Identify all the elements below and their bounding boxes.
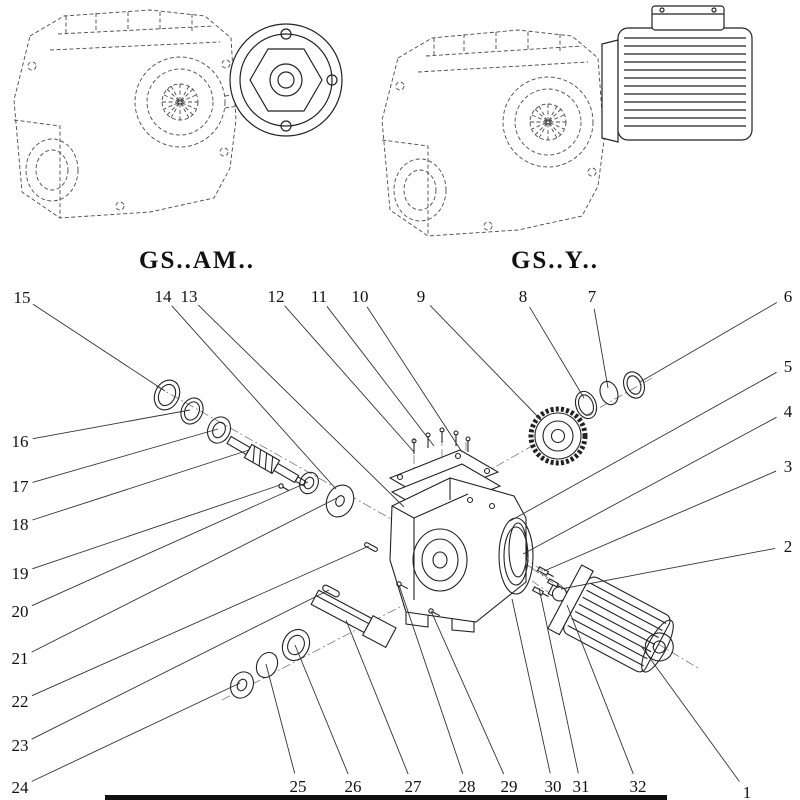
callout-line-20: [31, 481, 309, 607]
washer-disc: [325, 484, 355, 518]
callout-number-25: 25: [290, 777, 307, 796]
callout-number-10: 10: [352, 287, 369, 306]
cover-screws: [411, 427, 471, 454]
callout-number-3: 3: [784, 457, 793, 476]
callout-line-29: [430, 610, 505, 775]
callout-number-1: 1: [743, 783, 752, 800]
callout-number-28: 28: [459, 777, 476, 796]
callout-number-7: 7: [588, 287, 597, 306]
callout-line-30: [511, 598, 551, 774]
callout-number-15: 15: [14, 288, 31, 307]
motor-exploded: [547, 564, 674, 673]
callout-number-29: 29: [501, 777, 518, 796]
callout-number-19: 19: [12, 564, 29, 583]
callout-lines: [31, 302, 778, 782]
motor-fins: [624, 37, 746, 127]
callout-number-27: 27: [405, 777, 423, 796]
callout-number-24: 24: [12, 778, 30, 797]
callout-number-9: 9: [417, 287, 426, 306]
callout-number-8: 8: [519, 287, 528, 306]
callout-line-9: [429, 304, 542, 421]
callout-line-10: [366, 306, 463, 453]
callout-number-21: 21: [12, 649, 29, 668]
shaft-key: [322, 584, 340, 598]
variant-label-am: GS..AM..: [139, 247, 255, 274]
callout-line-18: [32, 449, 250, 521]
variant-label-y: GS..Y..: [511, 247, 599, 274]
callout-number-30: 30: [545, 777, 562, 796]
callout-number-2: 2: [784, 537, 793, 556]
callout-number-13: 13: [181, 287, 198, 306]
callout-line-5: [509, 371, 777, 522]
callout-line-32: [566, 604, 634, 775]
callout-line-22: [31, 545, 370, 697]
callout-line-17: [32, 428, 219, 483]
callout-number-16: 16: [12, 432, 29, 451]
callout-line-12: [284, 305, 415, 453]
input-seal-rings: [153, 379, 232, 444]
worm-bearing: [299, 471, 319, 495]
callout-number-32: 32: [630, 777, 647, 796]
callout-line-6: [639, 302, 778, 383]
gearbox-y-drawing: [381, 29, 605, 237]
gearbox-housing: [389, 477, 528, 633]
callout-line-13: [197, 304, 405, 508]
callout-number-6: 6: [784, 287, 793, 306]
callout-number-31: 31: [573, 777, 590, 796]
callout-line-31: [538, 587, 579, 774]
callout-line-2: [560, 547, 776, 590]
callout-line-19: [32, 484, 281, 570]
callout-line-23: [31, 589, 330, 740]
callout-line-26: [294, 644, 349, 775]
callout-number-22: 22: [12, 692, 29, 711]
shaft-hatch: [162, 84, 198, 120]
worm-shaft: [226, 435, 307, 487]
gear-retaining-rings: [574, 371, 646, 420]
small-pin: [364, 542, 378, 552]
callout-number-20: 20: [12, 602, 29, 621]
input-gear: [528, 406, 588, 466]
callout-line-21: [31, 497, 338, 653]
callout-line-25: [265, 663, 296, 774]
bottom-crop-bar: [105, 795, 667, 800]
callout-number-17: 17: [12, 477, 30, 496]
callout-line-3: [543, 470, 777, 572]
callout-line-24: [31, 682, 241, 782]
housing-screws: [396, 581, 441, 617]
callout-line-28: [398, 584, 464, 774]
callout-number-26: 26: [345, 777, 362, 796]
callout-line-8: [529, 306, 585, 399]
callout-number-12: 12: [268, 287, 285, 306]
callout-number-14: 14: [155, 287, 173, 306]
callout-line-15: [32, 303, 166, 392]
callout-number-5: 5: [784, 357, 793, 376]
output-shaft: [310, 589, 397, 649]
callout-number-4: 4: [784, 402, 793, 421]
callout-number-23: 23: [12, 736, 29, 755]
motor-y-drawing: [601, 5, 753, 143]
flange-am-drawing: [229, 23, 343, 137]
callout-line-7: [593, 308, 609, 389]
output-bearing-seals: [229, 628, 311, 699]
callout-number-11: 11: [311, 287, 327, 306]
callout-line-14: [171, 305, 337, 490]
shaft-hatch: [530, 104, 566, 140]
callout-line-4: [522, 416, 777, 555]
callout-line-27: [345, 619, 409, 775]
gearbox-am-drawing: [13, 9, 253, 219]
callout-number-18: 18: [12, 515, 29, 534]
callout-line-1: [640, 645, 740, 782]
callout-line-16: [32, 409, 191, 440]
motor-fins: [567, 582, 667, 667]
callout-line-11: [326, 306, 435, 447]
